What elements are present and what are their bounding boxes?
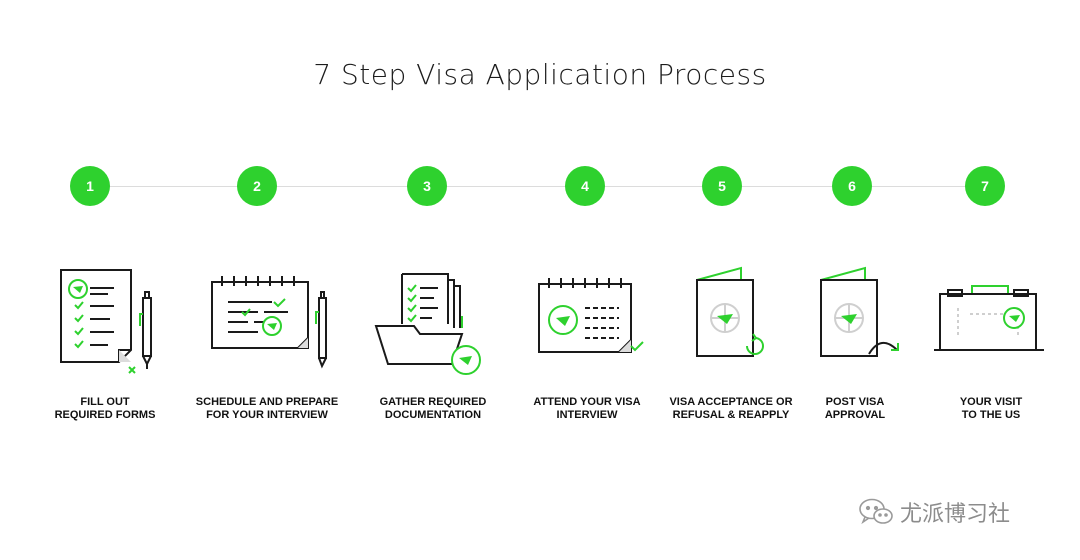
form-pen-icon xyxy=(30,258,170,378)
step-5-label: VISA ACCEPTANCE OR REFUSAL & REAPPLY xyxy=(641,396,821,422)
step-1-label-line1: FILL OUT xyxy=(80,396,130,408)
page-title: 7 Step Visa Application Process xyxy=(313,58,767,91)
wechat-icon xyxy=(859,498,893,525)
step-2-label: SCHEDULE AND PREPARE FOR YOUR INTERVIEW xyxy=(177,396,357,422)
step-2-badge: 2 xyxy=(237,166,277,206)
step-5-label-line1: VISA ACCEPTANCE OR xyxy=(669,396,793,408)
step-3-label-line2: DOCUMENTATION xyxy=(384,409,482,421)
step-1-badge: 1 xyxy=(70,166,110,206)
step-3-label-line1: GATHER REQUIRED xyxy=(379,396,487,408)
watermark-text: 尤派博习社 xyxy=(900,502,1011,527)
step-1-label: FILL OUT REQUIRED FORMS xyxy=(15,396,195,422)
passport-approval-icon xyxy=(785,258,925,378)
step-6-label-line1: POST VISA xyxy=(825,396,885,408)
calendar-check-icon xyxy=(515,258,655,378)
step-6-label-line2: APPROVAL xyxy=(824,409,886,421)
step-7-label-line1: YOUR VISIT xyxy=(959,396,1023,408)
step-1-label-line2: REQUIRED FORMS xyxy=(54,409,156,421)
step-4-label-line1: ATTEND YOUR VISA xyxy=(533,396,641,408)
step-5-label-line2: REFUSAL & REAPPLY xyxy=(672,409,790,421)
folder-documents-icon xyxy=(362,258,502,378)
step-6-badge: 6 xyxy=(832,166,872,206)
step-4-label: ATTEND YOUR VISA INTERVIEW xyxy=(497,396,677,422)
step-7-label-line2: TO THE US xyxy=(961,409,1021,421)
step-3-badge: 3 xyxy=(407,166,447,206)
passport-reapply-icon xyxy=(655,258,795,378)
step-7-badge: 7 xyxy=(965,166,1005,206)
calendar-pen-icon xyxy=(188,258,328,378)
step-6-label: POST VISA APPROVAL xyxy=(765,396,945,422)
step-4-label-line2: INTERVIEW xyxy=(556,409,618,421)
watermark: 尤派博习社 xyxy=(858,494,1010,530)
step-4-badge: 4 xyxy=(565,166,605,206)
luggage-icon xyxy=(920,258,1060,378)
step-5-badge: 5 xyxy=(702,166,742,206)
step-2-label-line2: FOR YOUR INTERVIEW xyxy=(206,409,328,421)
timeline-line xyxy=(90,186,985,187)
step-7-label: YOUR VISIT TO THE US xyxy=(901,396,1080,422)
step-3-label: GATHER REQUIRED DOCUMENTATION xyxy=(343,396,523,422)
step-2-label-line1: SCHEDULE AND PREPARE xyxy=(195,396,339,408)
